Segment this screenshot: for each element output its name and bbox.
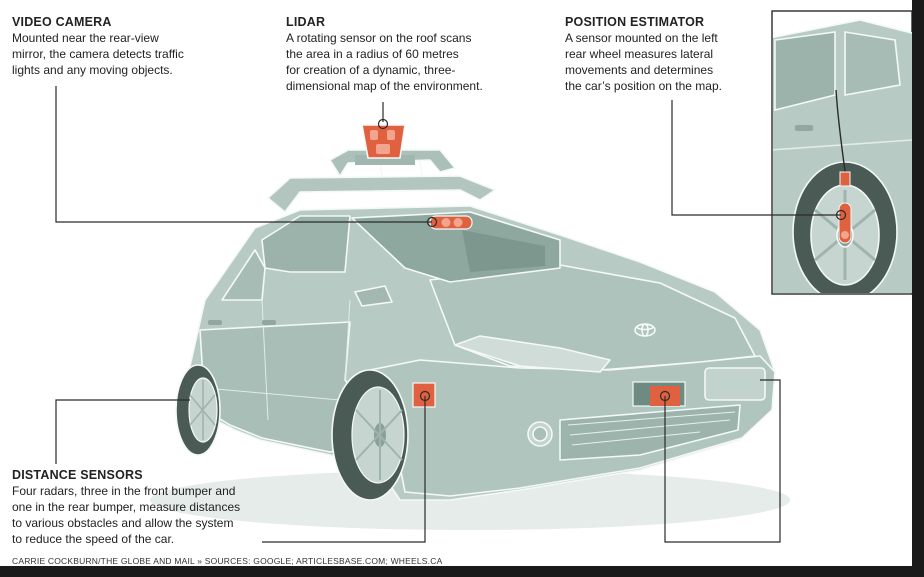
toyota-logo-icon bbox=[634, 323, 656, 337]
distance-sensors-leader-center bbox=[262, 396, 426, 543]
distance-sensors-annotation: DISTANCE SENSORS Four radars, three in t… bbox=[12, 467, 267, 547]
position-estimator-title: POSITION ESTIMATOR bbox=[565, 15, 705, 29]
front-wheel bbox=[331, 369, 409, 501]
credit-author: CARRIE COCKBURN/THE GLOBE AND MAIL bbox=[12, 556, 195, 566]
ground-shadow bbox=[150, 470, 790, 530]
front-center-radar-icon bbox=[632, 381, 686, 407]
position-estimator-description: A sensor mounted on the left rear wheel … bbox=[565, 31, 722, 93]
car-body bbox=[187, 205, 776, 501]
video-camera-description: Mounted near the rear-view mirror, the c… bbox=[12, 31, 184, 77]
distance-sensors-leader-left bbox=[55, 399, 190, 464]
credit-sources: SOURCES: GOOGLE; ARTICLESBASE.COM; WHEEL… bbox=[204, 556, 443, 566]
infographic-canvas: VIDEO CAMERA Mounted near the rear-view … bbox=[0, 0, 912, 566]
position-estimator-annotation: POSITION ESTIMATOR A sensor mounted on t… bbox=[565, 14, 765, 94]
distance-sensors-leader-right bbox=[664, 379, 781, 543]
front-left-radar-icon bbox=[412, 382, 436, 408]
video-camera-leader bbox=[55, 86, 432, 223]
wheel-position-sensor-icon bbox=[838, 202, 852, 244]
car-illustration bbox=[55, 10, 912, 543]
distance-sensors-description: Four radars, three in the front bumper a… bbox=[12, 484, 241, 546]
lidar-title: LIDAR bbox=[286, 15, 326, 29]
credit-separator: » bbox=[197, 556, 203, 566]
video-camera-annotation: VIDEO CAMERA Mounted near the rear-view … bbox=[12, 14, 212, 78]
roof-rack bbox=[267, 149, 496, 213]
lidar-sensor-icon bbox=[361, 124, 406, 159]
position-estimator-inset bbox=[771, 10, 912, 295]
source-credit: CARRIE COCKBURN/THE GLOBE AND MAIL » SOU… bbox=[12, 556, 442, 566]
video-camera-title: VIDEO CAMERA bbox=[12, 15, 112, 29]
rear-wheel bbox=[175, 364, 221, 456]
leader-lines bbox=[55, 86, 847, 543]
lidar-description: A rotating sensor on the roof scans the … bbox=[286, 31, 483, 93]
lidar-annotation: LIDAR A rotating sensor on the roof scan… bbox=[286, 14, 516, 94]
distance-sensors-title: DISTANCE SENSORS bbox=[12, 468, 143, 482]
position-estimator-leader bbox=[671, 100, 841, 216]
